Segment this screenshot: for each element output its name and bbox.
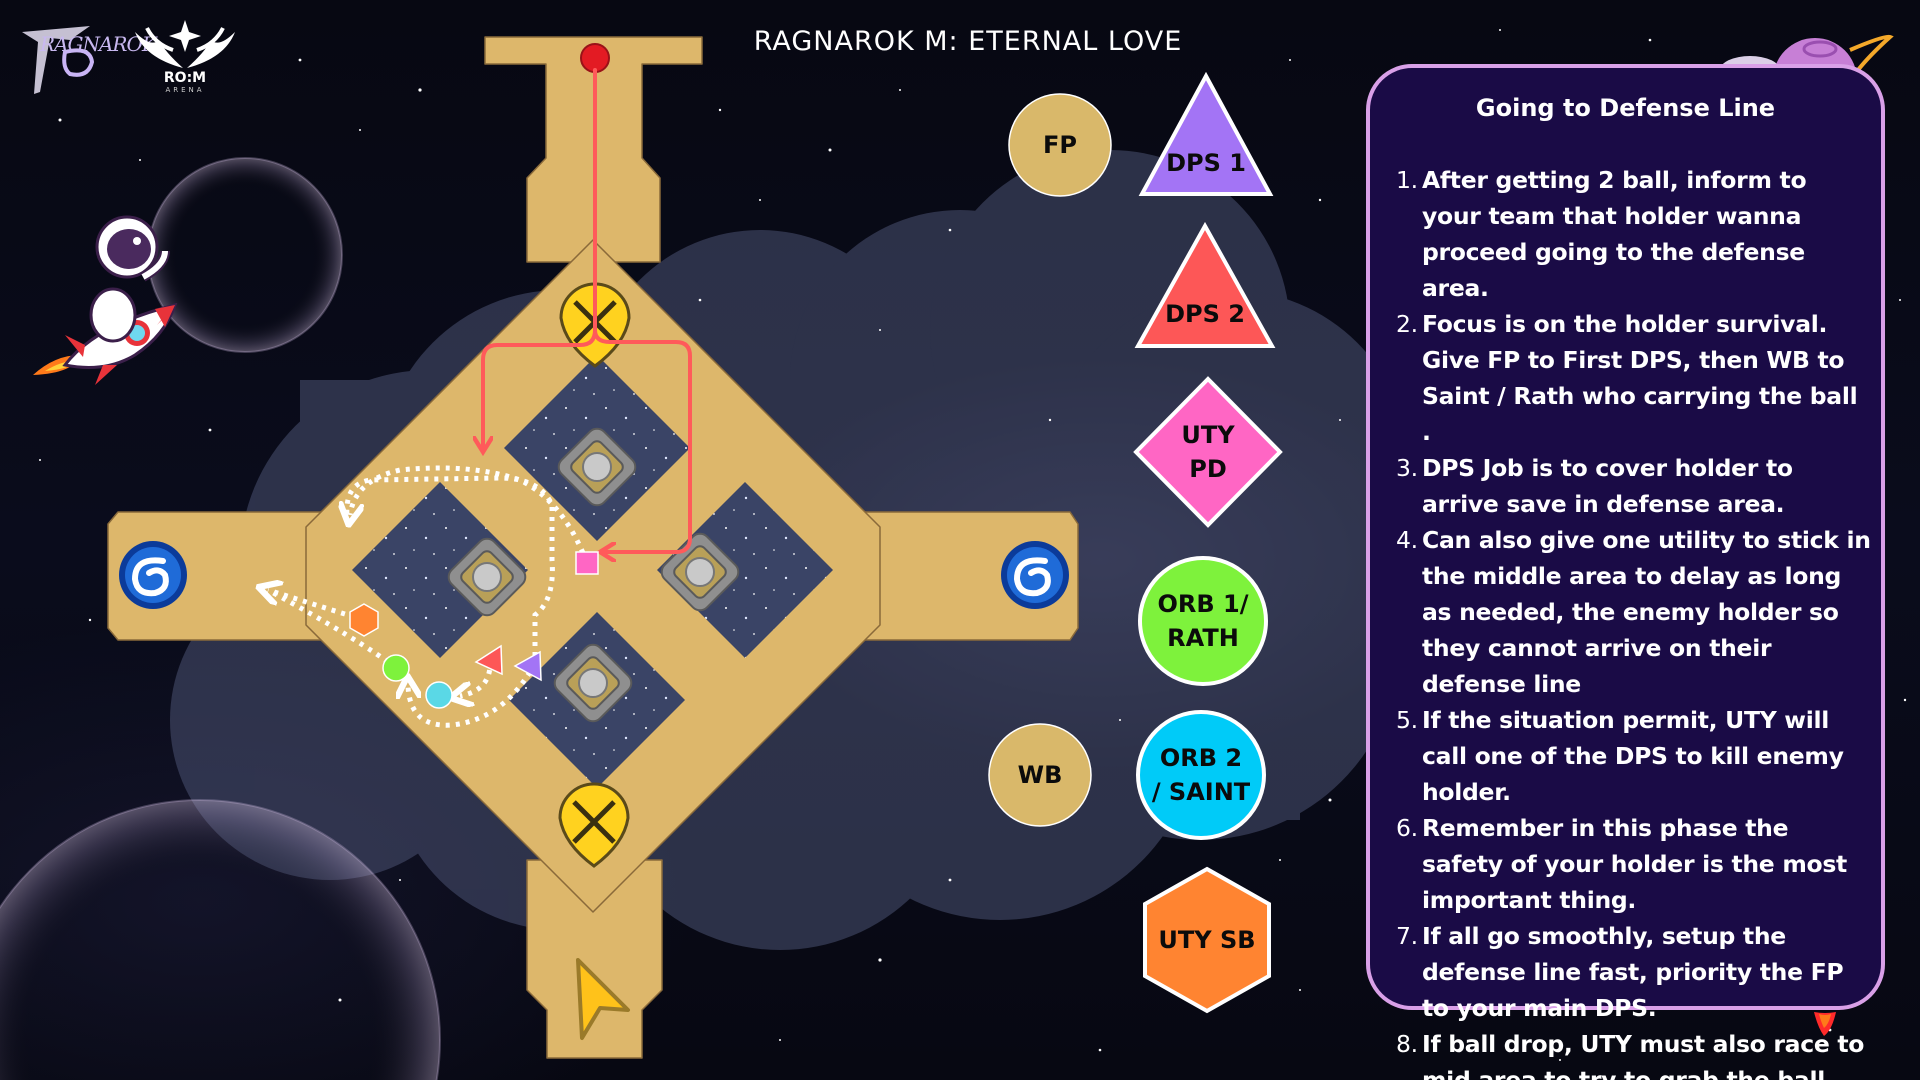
unit-orb1-icon bbox=[382, 654, 410, 682]
legend-uty-sb: UTY SB bbox=[1142, 866, 1272, 1014]
page-title: RAGNAROK M: ETERNAL LOVE bbox=[753, 26, 1183, 57]
portal-icon-left bbox=[119, 541, 187, 609]
panel-title: Going to Defense Line bbox=[1475, 94, 1776, 122]
instruction-step: 5.If the situation permit, UTY will call… bbox=[1396, 706, 1844, 806]
instruction-step: 2.Focus is on the holder survival. Give … bbox=[1396, 310, 1858, 446]
instruction-step: 4.Can also give one utility to stick in … bbox=[1396, 526, 1871, 698]
legend-wb: WB bbox=[988, 723, 1092, 827]
instruction-panel: Going to Defense Line 1.After getting 2 … bbox=[1366, 64, 1885, 1080]
player-cursor-icon bbox=[576, 958, 630, 1040]
instruction-list: 1.After getting 2 ball, inform to your t… bbox=[1396, 162, 1871, 1080]
legend-uty-pd: UTY PD bbox=[1133, 376, 1283, 528]
triangle-shape-icon bbox=[1134, 222, 1276, 348]
holder-route bbox=[483, 68, 692, 552]
map-floor bbox=[107, 36, 1079, 1059]
tower-icon bbox=[557, 427, 637, 507]
unit-dps2-icon bbox=[474, 644, 503, 676]
unit-uty-pd-icon bbox=[575, 551, 599, 575]
unit-uty-sb-icon bbox=[349, 603, 379, 637]
legend-dps1: DPS 1 bbox=[1138, 72, 1274, 198]
instruction-step: 3.DPS Job is to cover holder to arrive s… bbox=[1396, 454, 1793, 518]
unit-orb2-icon bbox=[425, 681, 453, 709]
instruction-step: 1.After getting 2 ball, inform to your t… bbox=[1396, 166, 1807, 302]
stars bbox=[39, 29, 1907, 1061]
bubble bbox=[0, 799, 441, 1080]
diamond-shape-icon bbox=[1133, 376, 1283, 528]
flame-decoration-icon bbox=[1814, 1012, 1836, 1036]
legend-fp: FP bbox=[1008, 93, 1112, 197]
legend-orb2-saint: ORB 2 / SAINT bbox=[1135, 709, 1267, 841]
tower-icon bbox=[660, 532, 740, 612]
red-ball-icon bbox=[580, 43, 610, 73]
circle-shape-icon bbox=[1136, 710, 1266, 840]
wings-emblem-icon bbox=[135, 20, 235, 68]
tower-icon bbox=[447, 537, 527, 617]
triangle-shape-icon bbox=[1138, 72, 1274, 196]
rom-arena-logo: RO:M ARENA bbox=[125, 18, 245, 94]
hexagon-shape-icon bbox=[1143, 866, 1271, 1014]
crossed-swords-icon-bottom bbox=[558, 782, 630, 868]
unit-markers bbox=[349, 551, 599, 709]
tower-icon bbox=[553, 643, 633, 723]
unit-dps1-icon bbox=[513, 650, 542, 682]
circle-shape-icon bbox=[1138, 556, 1268, 686]
ragnarok-emblem-icon bbox=[22, 26, 95, 94]
portal-icon-right bbox=[1001, 541, 1069, 609]
circle-shape-icon bbox=[988, 723, 1092, 827]
legend-dps2: DPS 2 bbox=[1134, 222, 1276, 350]
tower-icons bbox=[447, 427, 740, 723]
instruction-step: 8.If ball drop, UTY must also race to mi… bbox=[1396, 1030, 1865, 1080]
instruction-step: 7.If all go smoothly, setup the defense … bbox=[1396, 922, 1844, 1022]
circle-shape-icon bbox=[1008, 93, 1112, 197]
astronaut-rocket-icon bbox=[33, 215, 178, 385]
legend-orb1-rath: ORB 1/ RATH bbox=[1137, 555, 1269, 687]
instruction-step: 6.Remember in this phase the safety of y… bbox=[1396, 814, 1847, 914]
